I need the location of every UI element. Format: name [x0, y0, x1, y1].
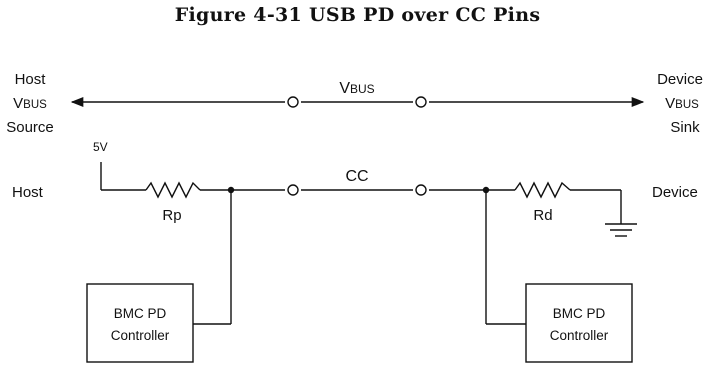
left-controller-line2: Controller: [111, 328, 170, 343]
vbus-left-terminal: [287, 96, 299, 108]
device-vbus-symbol: VBUS: [665, 95, 699, 112]
rd-resistor: [514, 181, 571, 199]
figure-title: Figure 4-31 USB PD over CC Pins: [174, 4, 541, 26]
rp-resistor: [145, 181, 201, 199]
rp-label: Rp: [162, 207, 181, 224]
vbus-line: [70, 96, 645, 108]
left-bmc-pd-controller: [86, 283, 194, 363]
device-label: Device: [652, 184, 698, 201]
sink-label: Sink: [670, 119, 700, 136]
ground-symbol: [605, 190, 637, 237]
vbus-line-label: VBUS: [339, 80, 374, 97]
source-label: Source: [6, 119, 54, 136]
right-controller-line2: Controller: [550, 328, 609, 343]
host-vbus-symbol: VBUS: [13, 95, 47, 112]
vbus-right-terminal: [415, 96, 427, 108]
device-vbus-label: Device: [657, 71, 703, 88]
supply-voltage-label: 5V: [93, 140, 108, 154]
cc-right-terminal: [415, 184, 427, 196]
left-controller-line1: BMC PD: [114, 306, 167, 321]
host-vbus-label: Host: [15, 71, 47, 88]
host-label: Host: [12, 184, 44, 201]
cc-left-terminal: [287, 184, 299, 196]
rd-label: Rd: [533, 207, 552, 224]
right-bmc-pd-controller: [525, 283, 633, 363]
right-controller-line1: BMC PD: [553, 306, 606, 321]
cc-line-label: CC: [345, 168, 368, 185]
cc-line: [100, 162, 621, 196]
